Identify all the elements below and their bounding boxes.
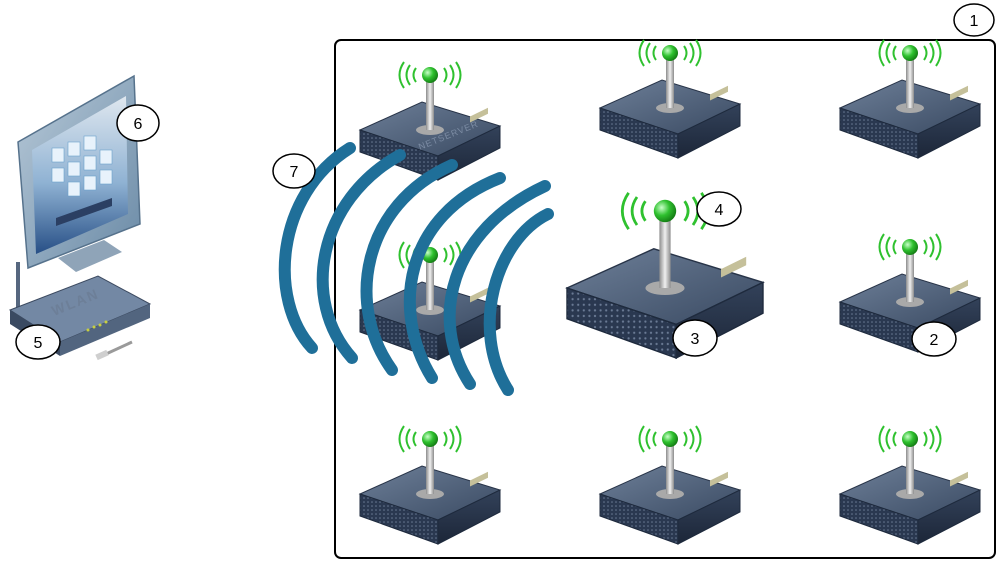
callout-label: 5 [34, 335, 43, 352]
server-icon [599, 39, 741, 159]
callout-label: 2 [930, 332, 939, 349]
callout-4: 4 [696, 191, 742, 227]
callout-label: 4 [715, 202, 724, 219]
callout-label: 6 [134, 116, 143, 133]
usb-cable-icon [95, 340, 133, 361]
callout-3: 3 [672, 319, 718, 357]
network-boundary [334, 39, 996, 559]
callout-1: 1 [953, 3, 995, 37]
server-icon [839, 39, 981, 159]
callout-5: 5 [15, 324, 61, 360]
server-icon [599, 425, 741, 545]
monitor-icon [17, 74, 141, 272]
callout-2: 2 [911, 321, 957, 357]
server-icon [839, 425, 981, 545]
callout-6: 6 [116, 104, 160, 142]
callout-7: 7 [272, 153, 316, 189]
callout-label: 1 [970, 13, 979, 30]
callout-label: 3 [691, 331, 700, 348]
wifi-signal-icon [278, 142, 554, 396]
callout-label: 7 [290, 164, 299, 181]
server-icon [359, 425, 501, 545]
server-icon [839, 233, 981, 353]
